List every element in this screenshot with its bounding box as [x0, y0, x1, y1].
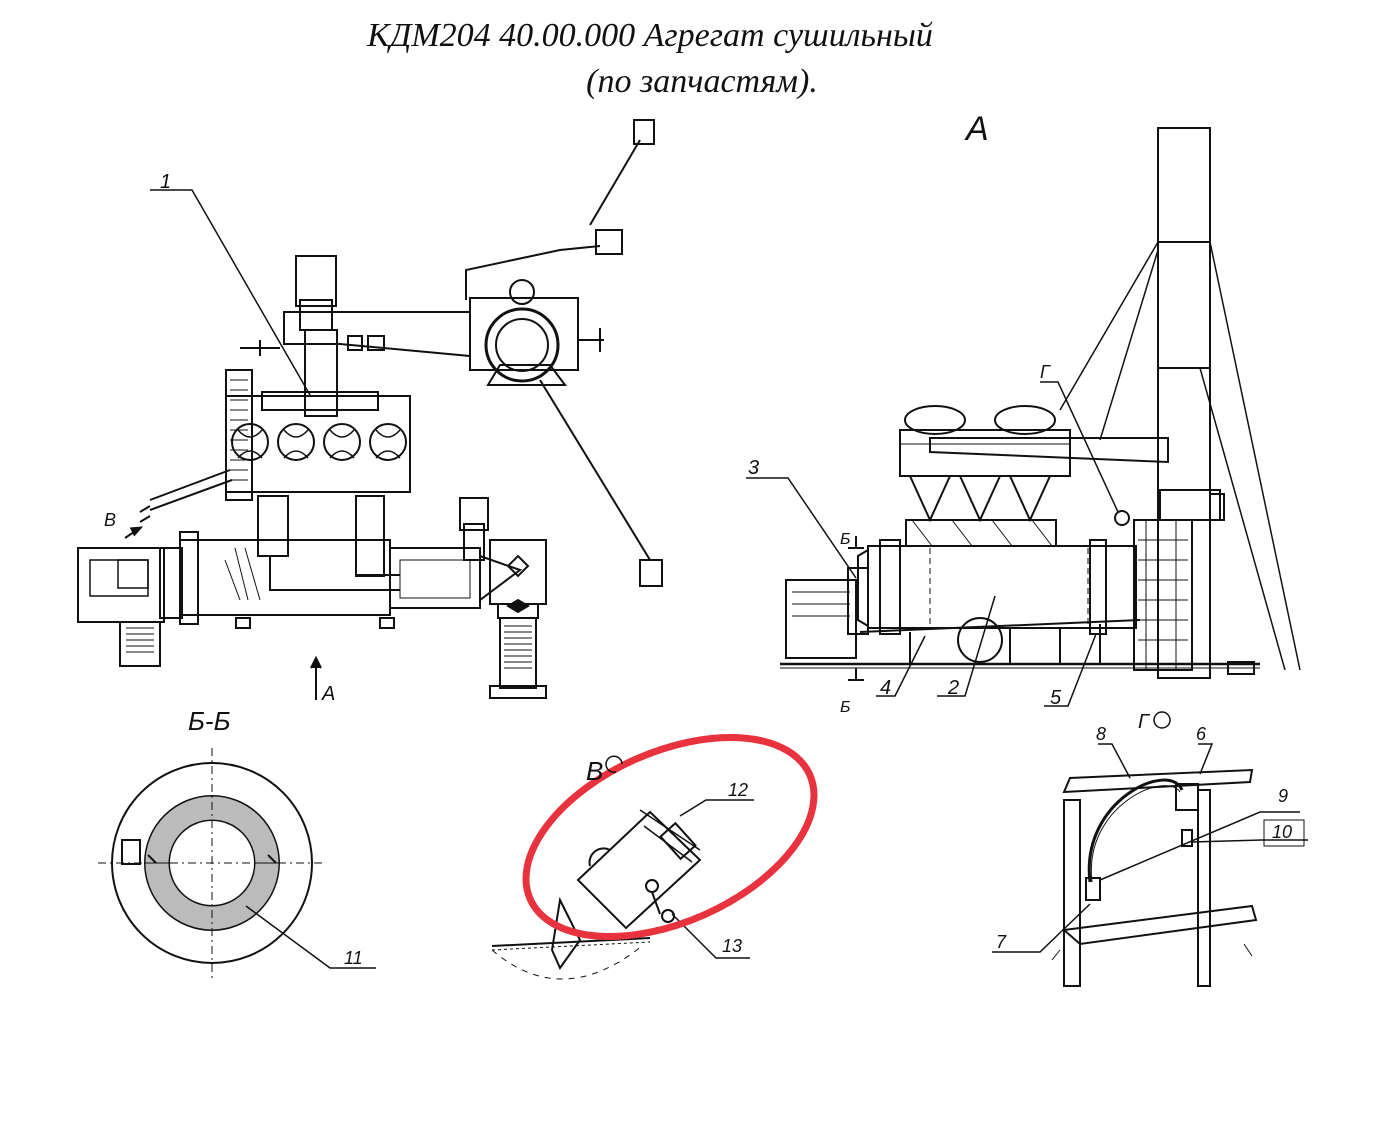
callout-3: 3: [748, 457, 759, 479]
view-v-title: В: [586, 756, 603, 786]
drawing-title-line-2: (по запчастям).: [586, 63, 818, 100]
highlight-ellipse: [522, 733, 818, 941]
section-bb-title: Б-Б: [188, 706, 231, 736]
chimney: [1157, 127, 1211, 679]
side-elevation: [780, 127, 1301, 679]
view-v-arrow-label: В: [104, 510, 116, 530]
section-bb: [98, 748, 324, 978]
main-view-label: А: [964, 110, 989, 148]
plan-view: [77, 119, 663, 700]
furnace-block: [77, 547, 165, 623]
view-a-arrow-label: А: [321, 683, 335, 705]
drum-body: [179, 539, 391, 616]
callout-11: 11: [344, 948, 363, 968]
view-v-detail: [491, 809, 702, 980]
view-g-detail: [1051, 768, 1258, 987]
callout-6: 6: [1196, 724, 1207, 744]
view-g-marker: Г: [1040, 362, 1051, 382]
drying-drum: [867, 545, 1137, 629]
callout-8: 8: [1096, 724, 1106, 744]
drawing-title-line-1: КДМ204 40.00.000 Агрегат сушильный: [367, 17, 933, 54]
callout-9: 9: [1278, 786, 1288, 806]
view-g-title: Г: [1138, 711, 1151, 733]
callout-1: 1: [160, 171, 171, 193]
callout-10: 10: [1272, 822, 1292, 842]
callout-2: 2: [947, 677, 959, 699]
callout-4: 4: [880, 677, 891, 699]
callout-12: 12: [728, 780, 748, 800]
section-b-bottom-label: Б: [840, 699, 850, 716]
callout-13: 13: [722, 936, 742, 956]
callout-5: 5: [1050, 687, 1062, 709]
callout-7: 7: [996, 932, 1007, 952]
section-b-top-label: Б: [840, 531, 850, 548]
